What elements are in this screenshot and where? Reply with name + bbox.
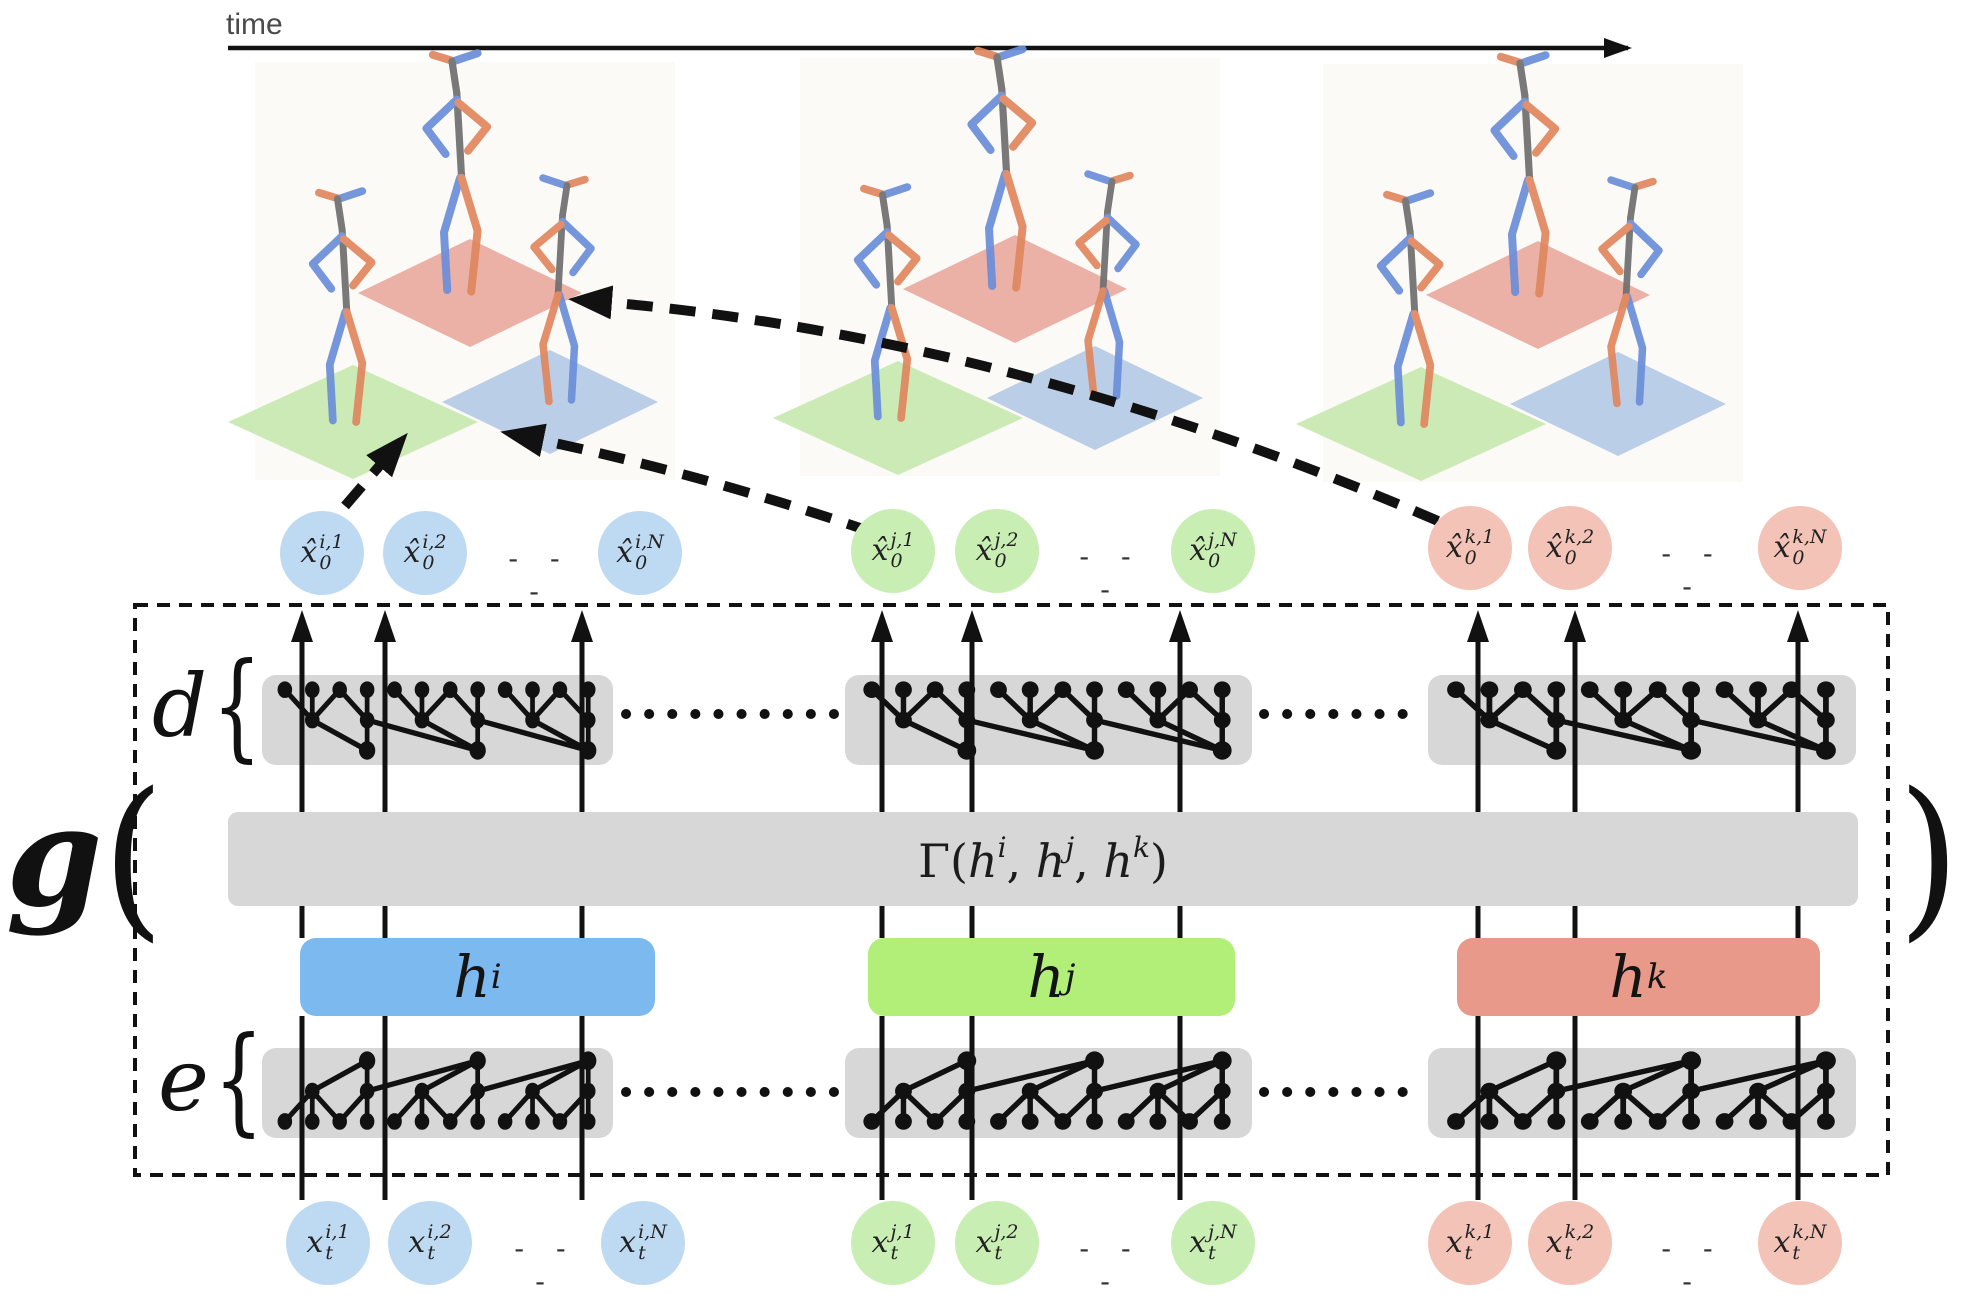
decoder-brace: { (212, 639, 262, 775)
open-paren: ( (102, 755, 165, 959)
pose-scene-1 (228, 53, 675, 480)
time-axis-label: time (226, 8, 283, 41)
gamma-function-label: Γ(hi, hj, hk) (918, 830, 1168, 888)
interaction-bar: Γ(hi, hj, hk) (228, 812, 1858, 906)
decoder-label: d { (152, 639, 262, 775)
encoder-label: e { (158, 1013, 264, 1149)
encoder-brace: { (213, 1013, 264, 1149)
ellipsis-top-i: - - - (504, 542, 568, 608)
ellipsis-bottom-k: - - - (1657, 1232, 1721, 1298)
dashed-module-box (133, 603, 1890, 1177)
ellipsis-bottom-j: - - - (1075, 1232, 1139, 1298)
arrow-j-to-blue-plane (500, 423, 874, 537)
ellipsis-top-k: - - - (1657, 537, 1721, 603)
block-ellipsis-dots (621, 709, 1423, 1097)
arrow-k-to-red-plane (568, 285, 1440, 526)
ellipsis-bottom-i: - - - (510, 1232, 574, 1298)
arrow-i-to-green-plane (341, 432, 408, 510)
pose-scene-3 (1296, 55, 1743, 482)
g-symbol: g (6, 775, 103, 938)
outer-function-open: g ( (6, 755, 165, 959)
correspondence-arrows (341, 285, 1440, 537)
close-paren: ) (1898, 755, 1960, 959)
signal-lines (299, 638, 1801, 1200)
outer-function-close: ) (1898, 755, 1960, 959)
ellipsis-top-j: - - - (1075, 540, 1139, 606)
output-arrowheads (291, 610, 1809, 642)
